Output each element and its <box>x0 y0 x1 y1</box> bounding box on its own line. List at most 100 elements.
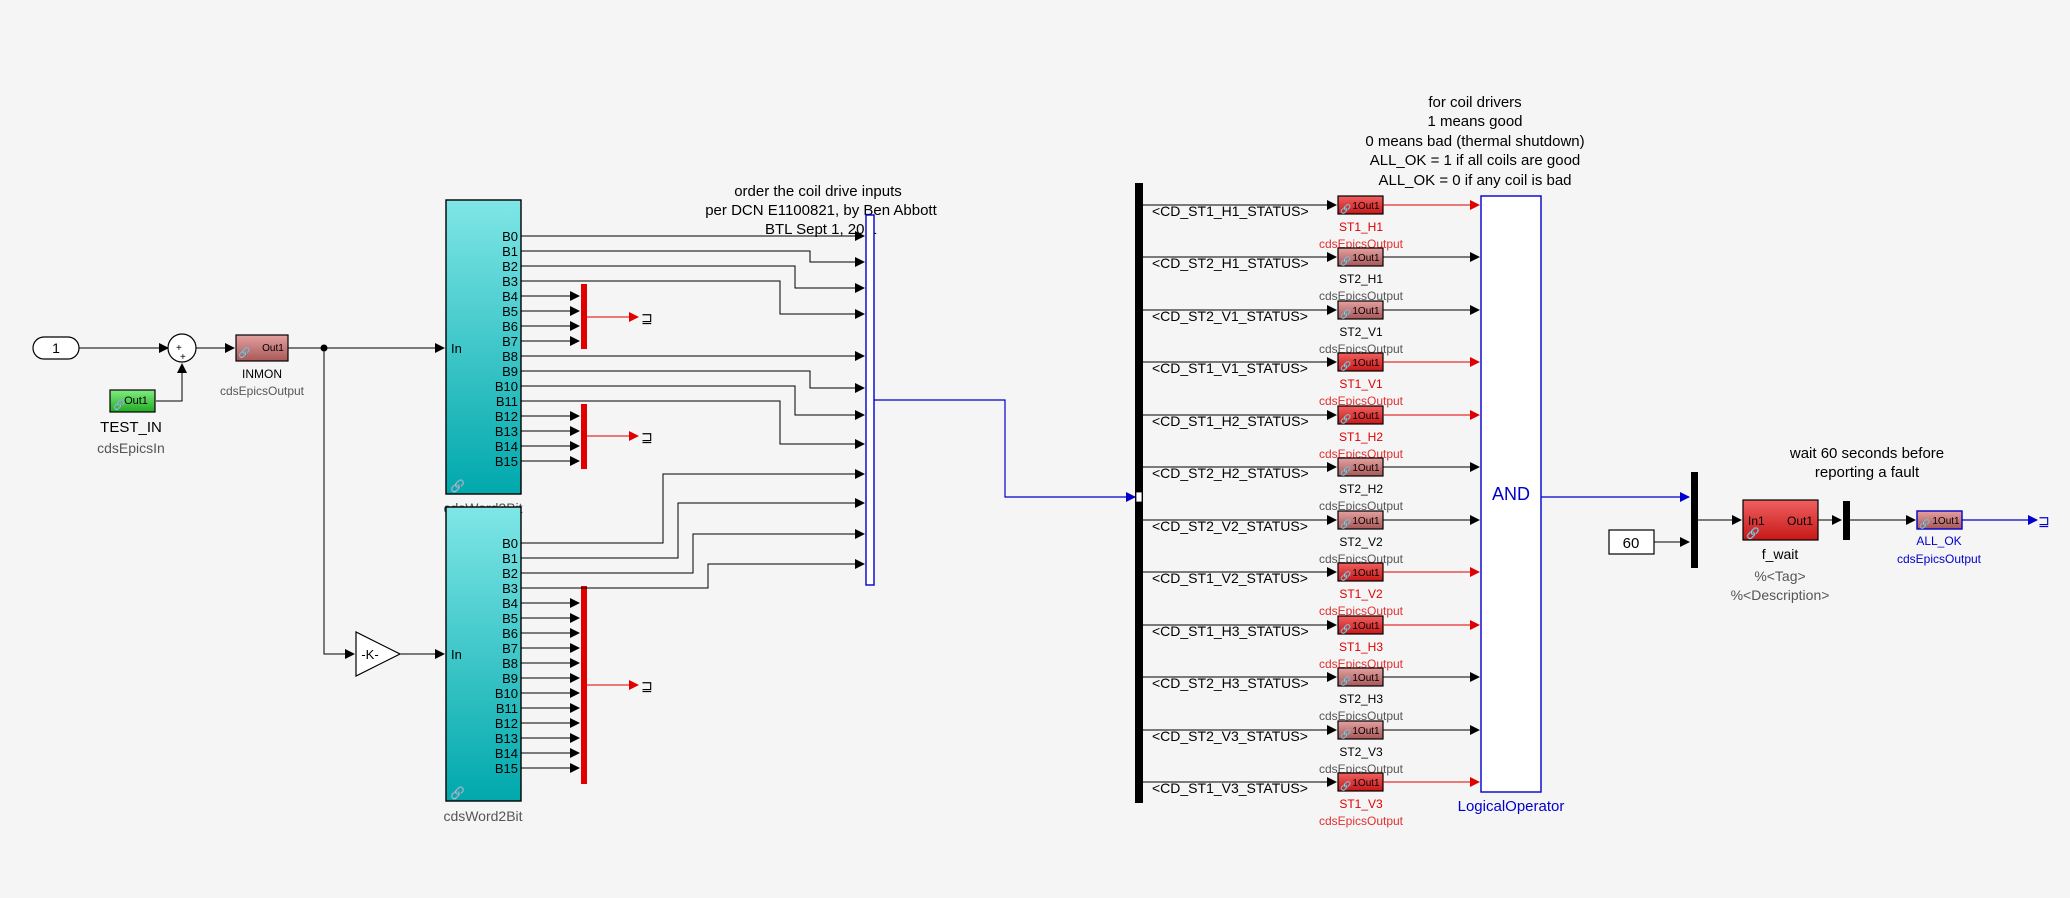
status-row[interactable]: <CD_ST2_H3_STATUS>1Out1🔗ST2_H3cdsEpicsOu… <box>1143 667 1480 723</box>
epics-output-name: ST1_H2 <box>1339 430 1383 444</box>
epics-output-lib: cdsEpicsOutput <box>1319 709 1404 723</box>
epics-output-name: ST1_V3 <box>1339 797 1383 811</box>
bit-label: B4 <box>502 289 518 304</box>
status-signal-label: <CD_ST1_V2_STATUS> <box>1152 570 1308 586</box>
signal-line[interactable] <box>521 529 865 574</box>
signal-line[interactable] <box>521 400 865 449</box>
status-row[interactable]: <CD_ST1_V1_STATUS>1Out1🔗ST1_V1cdsEpicsOu… <box>1143 352 1480 408</box>
f-wait-block[interactable]: In1 Out1 🔗 f_wait %<Tag> %<Description> <box>1731 499 1830 603</box>
status-row[interactable]: <CD_ST2_V3_STATUS>1Out1🔗ST2_V3cdsEpicsOu… <box>1143 720 1480 776</box>
status-row[interactable]: <CD_ST1_H1_STATUS>1Out1🔗ST1_H1cdsEpicsOu… <box>1143 195 1480 251</box>
epics-output-port: 1Out1 <box>1352 778 1380 789</box>
annotation-order-line: BTL Sept 1, 20 1 <box>765 221 877 238</box>
signal-line[interactable] <box>323 348 355 659</box>
signal-line[interactable] <box>521 498 865 559</box>
status-row[interactable]: <CD_ST2_H1_STATUS>1Out1🔗ST2_H1cdsEpicsOu… <box>1143 247 1480 303</box>
inmon-block[interactable]: Out1 🔗 INMON cdsEpicsOutput <box>220 334 305 398</box>
terminator-bar-1[interactable]: ⊒ <box>581 284 653 349</box>
epics-output-lib: cdsEpicsOutput <box>1319 604 1404 618</box>
sum-sign: + <box>176 343 182 354</box>
epics-output-port: 1Out1 <box>1352 673 1380 684</box>
word2bit-block-2[interactable]: In 🔗 cdsWord2Bit <box>443 506 523 824</box>
status-row[interactable]: <CD_ST1_V2_STATUS>1Out1🔗ST1_V2cdsEpicsOu… <box>1143 562 1480 618</box>
link-icon: 🔗 <box>450 785 465 800</box>
annotation-wait-line: wait 60 seconds before <box>1789 445 1944 462</box>
epics-output-name: ST1_H3 <box>1339 640 1383 654</box>
signal-line[interactable] <box>521 469 865 544</box>
all-ok-lib: cdsEpicsOutput <box>1897 552 1982 566</box>
bit-labels: B0B1B2B3B4B5B6B7B8B9B10B11B12B13B14B15B0… <box>495 229 518 776</box>
status-row[interactable]: <CD_ST2_V1_STATUS>1Out1🔗ST2_V1cdsEpicsOu… <box>1143 300 1480 356</box>
epics-output-port: 1Out1 <box>1352 726 1380 737</box>
bus-signal[interactable] <box>874 399 1136 502</box>
mux-block[interactable] <box>865 214 875 586</box>
annotation-coil-line: for coil drivers <box>1428 94 1521 111</box>
constant-sixty-block[interactable]: 60 <box>1608 529 1655 555</box>
f-wait-out-port: Out1 <box>1787 514 1813 528</box>
signal-line[interactable] <box>521 370 865 393</box>
link-icon: 🔗 <box>1340 413 1351 425</box>
bit-label: B7 <box>502 334 518 349</box>
epics-output-lib: cdsEpicsOutput <box>1319 394 1404 408</box>
status-row[interactable]: <CD_ST1_H2_STATUS>1Out1🔗ST1_H2cdsEpicsOu… <box>1143 405 1480 461</box>
annotation-coil: for coil drivers 1 means good 0 means ba… <box>1365 94 1584 189</box>
bit-label: B15 <box>495 454 518 469</box>
signal-line[interactable] <box>521 385 865 420</box>
and-block[interactable]: AND LogicalOperator <box>1458 195 1565 815</box>
f-wait-description: %<Description> <box>1731 587 1830 603</box>
link-icon: 🔗 <box>1340 360 1351 372</box>
rate-transition-bar[interactable] <box>1843 501 1850 540</box>
terminator-bar-2[interactable]: ⊒ <box>581 404 653 469</box>
annotation-coil-line: 1 means good <box>1427 113 1522 130</box>
status-row[interactable]: <CD_ST2_V2_STATUS>1Out1🔗ST2_V2cdsEpicsOu… <box>1143 510 1480 566</box>
terminator-bar-3[interactable]: ⊒ <box>581 586 653 784</box>
f-wait-name: f_wait <box>1762 546 1799 562</box>
test-in-name: TEST_IN <box>100 419 162 436</box>
link-icon: 🔗 <box>1919 518 1930 530</box>
gain-value: -K- <box>361 647 378 662</box>
signal-line[interactable] <box>521 265 865 293</box>
bit-label: B14 <box>495 746 518 761</box>
epics-output-name: ST2_H3 <box>1339 692 1383 706</box>
gain-block[interactable]: -K- <box>355 631 402 677</box>
link-icon: 🔗 <box>238 346 251 359</box>
annotation-coil-line: ALL_OK = 1 if all coils are good <box>1370 152 1581 169</box>
bit-label: B9 <box>502 364 518 379</box>
bit-label: B7 <box>502 641 518 656</box>
test-in-block[interactable]: Out1 🔗 TEST_IN cdsEpicsIn <box>97 389 165 456</box>
status-row[interactable]: <CD_ST1_V3_STATUS>1Out1🔗ST1_V3cdsEpicsOu… <box>1143 772 1480 828</box>
status-row[interactable]: <CD_ST2_H2_STATUS>1Out1🔗ST2_H2cdsEpicsOu… <box>1143 457 1480 513</box>
signal-line[interactable] <box>521 559 865 589</box>
link-icon: 🔗 <box>1340 570 1351 582</box>
link-icon: 🔗 <box>1340 780 1351 792</box>
constant-one-block[interactable]: 1 <box>32 336 80 360</box>
word2bit-in-label: In <box>451 647 462 662</box>
epics-output-port: 1Out1 <box>1352 306 1380 317</box>
bit-label: B6 <box>502 626 518 641</box>
link-icon: 🔗 <box>1340 728 1351 740</box>
bit-label: B8 <box>502 349 518 364</box>
mux-bar[interactable] <box>1691 472 1698 568</box>
all-ok-block[interactable]: 1Out1 🔗 ALL_OK cdsEpicsOutput <box>1897 510 1982 566</box>
status-signal-label: <CD_ST1_H1_STATUS> <box>1152 203 1309 219</box>
bit-label: B10 <box>495 686 518 701</box>
bit-label: B14 <box>495 439 518 454</box>
bit-label: B5 <box>502 304 518 319</box>
sum-block[interactable]: + + <box>167 333 197 363</box>
status-signal-label: <CD_ST1_V1_STATUS> <box>1152 360 1308 376</box>
bit-label: B0 <box>502 229 518 244</box>
bit-label: B2 <box>502 259 518 274</box>
epics-output-name: ST2_V2 <box>1339 535 1383 549</box>
signal-line[interactable] <box>521 250 865 267</box>
status-row[interactable]: <CD_ST1_H3_STATUS>1Out1🔗ST1_H3cdsEpicsOu… <box>1143 615 1480 671</box>
bit-label: B8 <box>502 656 518 671</box>
bit-label: B0 <box>502 536 518 551</box>
signal-line[interactable] <box>156 363 187 402</box>
link-icon: 🔗 <box>1340 623 1351 635</box>
signal-line[interactable] <box>521 280 865 319</box>
bit-label: B12 <box>495 409 518 424</box>
bit-label: B12 <box>495 716 518 731</box>
epics-output-lib: cdsEpicsOutput <box>1319 289 1404 303</box>
